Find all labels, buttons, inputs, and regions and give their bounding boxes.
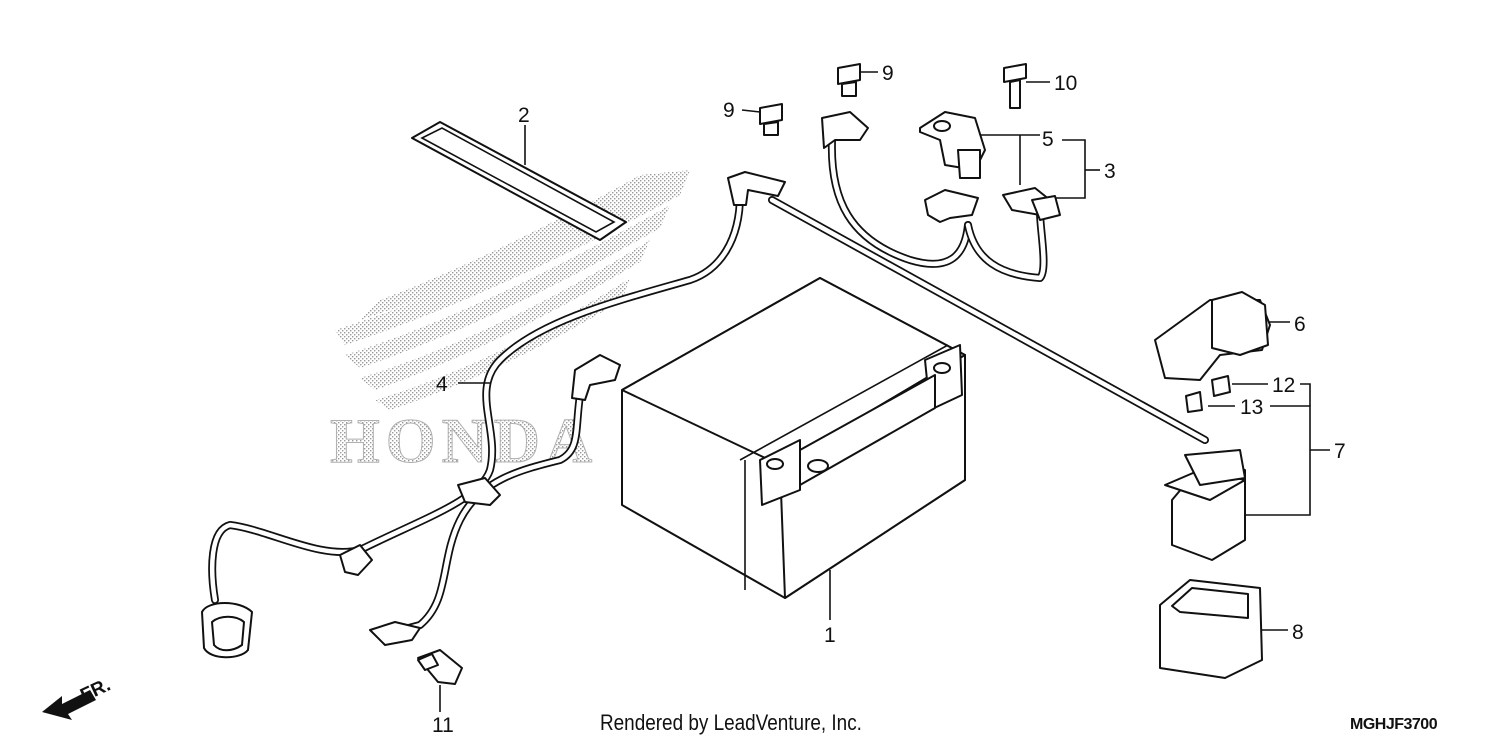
callout-5: 5 xyxy=(1042,128,1054,151)
starter-relay[interactable] xyxy=(1164,449,1246,561)
battery[interactable] xyxy=(621,277,966,599)
relay-cable[interactable] xyxy=(768,196,1209,444)
diagram-code: MGHJF3700 xyxy=(1350,716,1438,733)
callout-9-left: 9 xyxy=(723,99,735,122)
starter-relay-harness[interactable] xyxy=(821,111,1061,282)
callout-3: 3 xyxy=(1104,160,1116,183)
callout-4: 4 xyxy=(436,373,448,396)
callout-7: 7 xyxy=(1334,440,1346,463)
callout-8: 8 xyxy=(1292,621,1304,644)
fuse-13[interactable] xyxy=(1185,391,1203,413)
callout-9-right: 9 xyxy=(882,62,894,85)
front-direction-arrow: FR. xyxy=(42,675,114,720)
battery-band[interactable] xyxy=(411,121,627,241)
bolt-11[interactable] xyxy=(417,649,463,685)
honda-watermark-text: HONDA xyxy=(330,405,598,476)
honda-wing-watermark xyxy=(335,170,690,410)
callout-11: 11 xyxy=(432,714,454,737)
callout-12: 12 xyxy=(1272,374,1295,397)
callout-1: 1 xyxy=(824,624,836,647)
callout-10: 10 xyxy=(1054,72,1077,95)
relay-cover[interactable] xyxy=(1154,291,1271,381)
bolt-9-right[interactable] xyxy=(837,63,861,97)
callout-6: 6 xyxy=(1294,313,1306,336)
callout-2: 2 xyxy=(518,104,530,127)
callout-13: 13 xyxy=(1240,396,1263,419)
bolt-9-left[interactable] xyxy=(759,103,783,136)
battery-cable[interactable] xyxy=(201,171,786,659)
relay-boot[interactable] xyxy=(1159,579,1263,679)
terminal-cover[interactable] xyxy=(919,111,986,179)
screw-10[interactable] xyxy=(1003,63,1027,109)
leader-lines xyxy=(439,71,1330,712)
render-credit: Rendered by LeadVenture, Inc. xyxy=(600,710,862,735)
fuse-12[interactable] xyxy=(1211,375,1231,397)
